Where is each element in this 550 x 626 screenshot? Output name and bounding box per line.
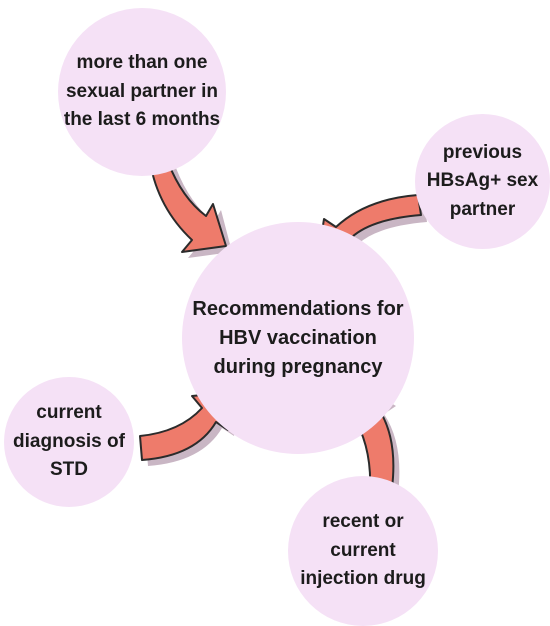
factor-label-right: previous HBsAg+ sex partner <box>426 141 539 220</box>
factor-label-left: current diagnosis of STD <box>13 402 125 481</box>
factor-label-top: more than one sexual partner in the last… <box>63 52 221 131</box>
factor-bubble-left: current diagnosis of STD <box>4 377 134 507</box>
factor-bubble-top: more than one sexual partner in the last… <box>58 8 226 176</box>
factor-bubble-bottom: recent or current injection drug <box>288 476 438 626</box>
arrow-top-body <box>149 161 227 253</box>
factor-label-bottom: recent or current injection drug <box>300 511 426 590</box>
center-label: Recommendations for HBV vaccination duri… <box>192 297 404 378</box>
arrow-top-to-center <box>149 161 232 258</box>
center-bubble: Recommendations for HBV vaccination duri… <box>182 222 414 454</box>
factor-bubble-right: previous HBsAg+ sex partner <box>415 114 550 249</box>
